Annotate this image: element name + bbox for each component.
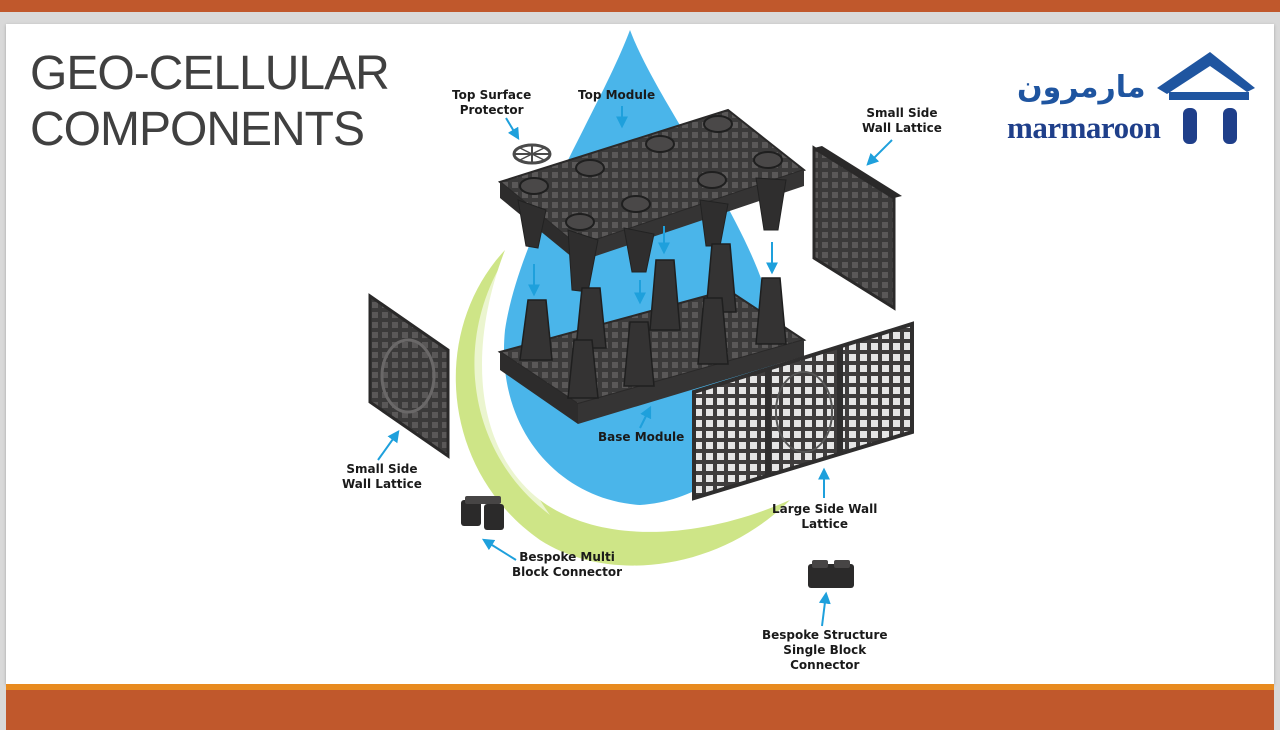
small-side-wall-lattice-left-part (368, 293, 450, 459)
top-surface-protector-part (512, 143, 552, 165)
bottom-accent-stripe (6, 684, 1274, 690)
single-block-connector-part (808, 560, 854, 588)
leaf-swirl-shape (455, 250, 790, 566)
label-multi-block-connector: Bespoke Multi Block Connector (512, 550, 623, 579)
logo-roof-icon (1157, 52, 1255, 144)
pointer-arrow (866, 139, 893, 166)
marmaroon-logo: مارمرون marmaroon (1005, 48, 1255, 152)
top-module-part (497, 108, 807, 293)
pointer-arrow (505, 117, 520, 141)
pointer-arrow (377, 430, 400, 461)
top-bar (0, 0, 1280, 12)
label-large-side-wall-lattice: Large Side Wall Lattice (772, 502, 878, 531)
title-line-2: COMPONENTS (30, 103, 365, 156)
pointer-arrow (639, 405, 652, 429)
logo-arabic-text: مارمرون (1017, 70, 1146, 105)
bottom-bar (6, 690, 1274, 730)
slide-title: GEO-CELLULAR COMPONENTS (30, 46, 390, 158)
pointer-arrow (818, 591, 831, 627)
base-module-part (497, 243, 807, 424)
title-line-1: GEO-CELLULAR (30, 47, 390, 100)
label-base-module: Base Module (598, 430, 685, 444)
large-side-wall-lattice-part (692, 321, 914, 501)
multi-block-connector-part (461, 496, 504, 530)
label-top-surface-protector: Top Surface Protector (452, 88, 532, 117)
logo-latin-text: marmaroon (1007, 110, 1161, 145)
label-top-module: Top Module (578, 88, 656, 102)
pointer-arrow (481, 538, 517, 561)
label-small-side-wall-lattice-top: Small Side Wall Lattice (862, 106, 942, 135)
leaf-inner-shape (474, 270, 550, 515)
label-single-block-connector: Bespoke Structure Single Block Connector (762, 628, 888, 672)
label-small-side-wall-lattice-left: Small Side Wall Lattice (342, 462, 422, 491)
small-side-wall-lattice-right-part (812, 145, 902, 311)
